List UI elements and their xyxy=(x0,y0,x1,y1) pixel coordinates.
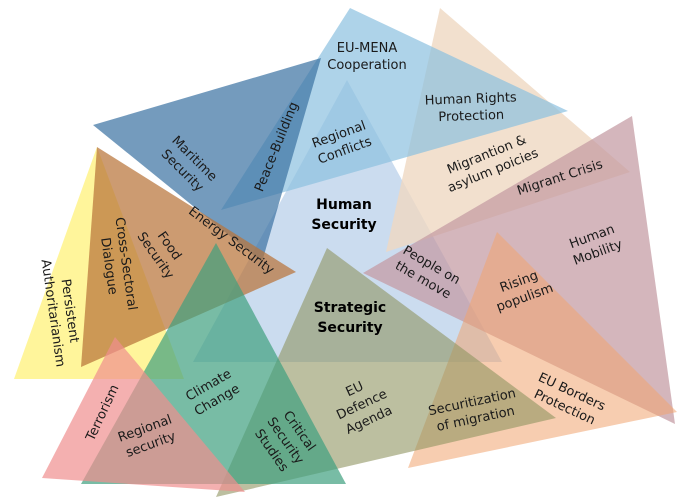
triangle-terrorism xyxy=(42,337,245,492)
triangle-maritime xyxy=(93,58,321,262)
label-eu-mena: EU-MENA Cooperation xyxy=(327,41,407,73)
label-human-security: Human Security xyxy=(311,197,377,233)
triangle-eu-mena xyxy=(221,8,568,210)
label-human-rights: Human Rights Protection xyxy=(424,90,517,126)
triangle-food-energy xyxy=(81,147,296,367)
label-strategic-security: Strategic Security xyxy=(313,300,387,336)
